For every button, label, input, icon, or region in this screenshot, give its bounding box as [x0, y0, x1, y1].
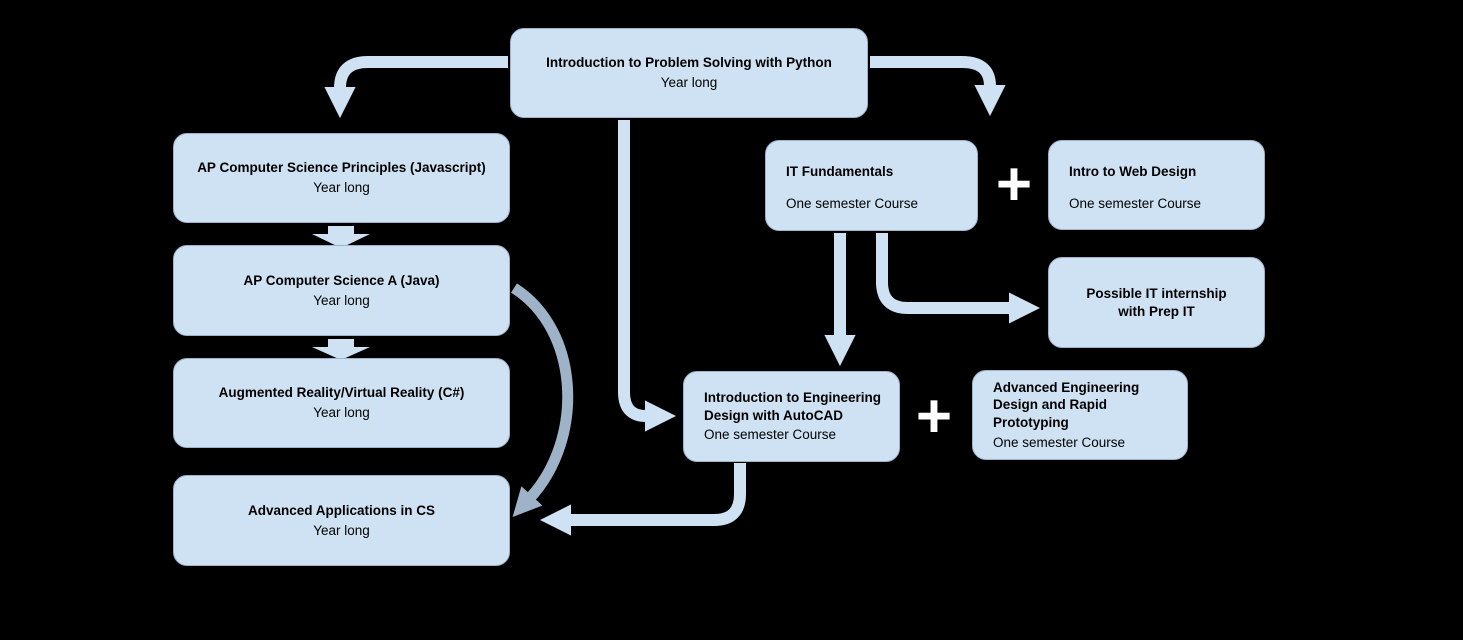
node-title: AP Computer Science Principles (Javascri…: [197, 160, 486, 176]
node-ap-cs-a: AP Computer Science A (Java) Year long: [173, 245, 510, 336]
node-title: Introduction to Engineering Design with …: [704, 390, 881, 423]
arrow-python-to-autocad: [618, 120, 677, 432]
arrow-it-fundamentals-to-internship: [876, 233, 1041, 324]
node-subtitle: Year long: [313, 522, 370, 538]
node-engineering-autocad: Introduction to Engineering Design with …: [683, 371, 900, 462]
node-advanced-applications: Advanced Applications in CS Year long: [173, 475, 510, 566]
node-it-internship: Possible IT internship with Prep IT: [1048, 257, 1265, 348]
arrow-python-to-it-courses: [870, 56, 1006, 117]
node-title: Introduction to Problem Solving with Pyt…: [546, 55, 832, 71]
arrow-autocad-to-advanced-cs: [539, 463, 746, 536]
node-title: Advanced Engineering Design and Rapid Pr…: [993, 379, 1140, 430]
plus-icon: +: [915, 382, 953, 451]
arrow-ap-principles-to-ap-java: [312, 226, 370, 248]
node-subtitle: Year long: [313, 292, 370, 308]
node-subtitle: One semester Course: [1069, 195, 1202, 211]
node-subtitle: One semester Course: [704, 427, 837, 443]
node-ap-cs-principles: AP Computer Science Principles (Javascri…: [173, 133, 510, 223]
node-title: Advanced Applications in CS: [247, 502, 436, 518]
node-subtitle: One semester Course: [786, 195, 919, 211]
arrow-python-to-ap-principles: [324, 56, 508, 119]
node-title: AP Computer Science A (Java): [243, 272, 440, 288]
node-subtitle: One semester Course: [993, 434, 1126, 450]
node-subtitle: Year long: [313, 180, 370, 195]
node-title: Intro to Web Design: [1069, 164, 1197, 179]
node-subtitle: Year long: [660, 75, 718, 90]
node-ar-vr: Augmented Reality/Virtual Reality (C#) Y…: [173, 358, 510, 448]
node-title: Possible IT internship with Prep IT: [1086, 285, 1227, 319]
arrow-ap-java-to-advanced-cs: [510, 283, 574, 517]
plus-icon: +: [995, 150, 1033, 219]
node-subtitle: Year long: [313, 405, 370, 420]
node-it-fundamentals: IT Fundamentals One semester Course: [765, 140, 978, 231]
node-title: Augmented Reality/Virtual Reality (C#): [218, 385, 465, 401]
node-title: IT Fundamentals: [786, 164, 894, 179]
arrow-ap-java-to-arvr: [312, 339, 370, 360]
node-advanced-engineering: Advanced Engineering Design and Rapid Pr…: [972, 370, 1188, 460]
node-intro-python: Introduction to Problem Solving with Pyt…: [510, 28, 868, 118]
node-intro-web-design: Intro to Web Design One semester Course: [1048, 140, 1265, 230]
